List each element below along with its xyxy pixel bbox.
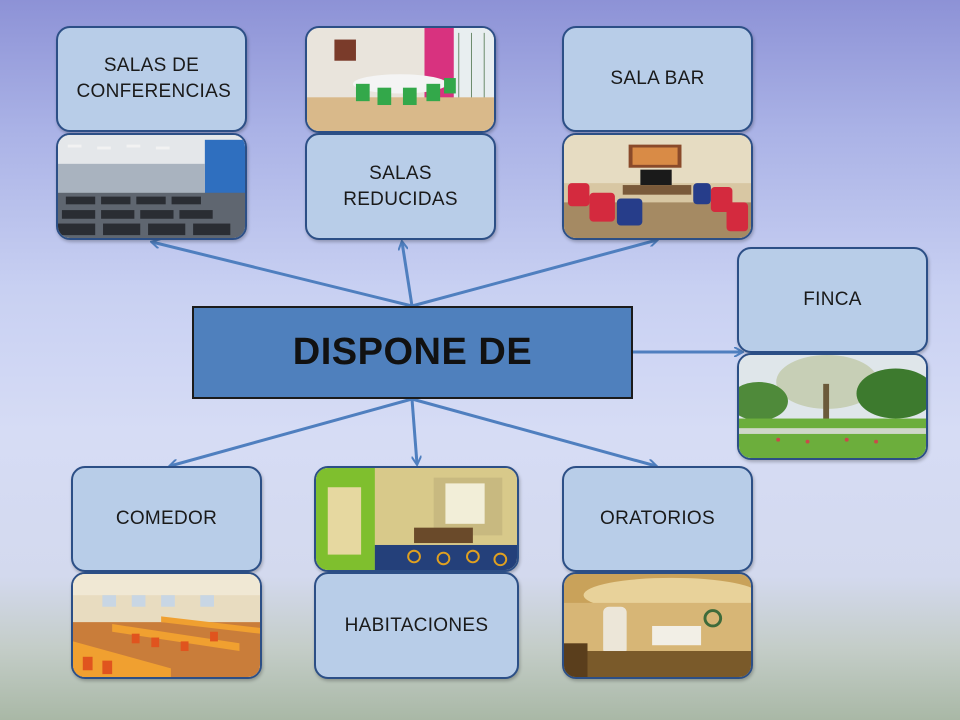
photo-comedor (71, 572, 262, 679)
node-label: FINCA (803, 289, 862, 311)
photo-reducidas (305, 26, 496, 133)
node-label: COMEDOR (115, 508, 218, 530)
node-salas-conferencias: SALAS DE CONFERENCIAS (56, 26, 247, 132)
node-label: SALAS DE CONFERENCIAS (76, 55, 232, 102)
node-label: SALA BAR (610, 68, 705, 90)
arrow-to-comedor (170, 397, 413, 466)
node-habitaciones: HABITACIONES (314, 572, 519, 679)
arrow-to-oratorios (411, 397, 656, 466)
arrow-to-bar (411, 240, 657, 308)
node-label: ORATORIOS (600, 508, 715, 530)
node-label: SALAS REDUCIDAS (343, 162, 458, 210)
node-finca: FINCA (737, 247, 928, 353)
node-salas-reducidas: SALAS REDUCIDAS (305, 133, 496, 240)
node-comedor: COMEDOR (71, 466, 262, 572)
arrow-to-conferencias (152, 242, 413, 308)
arrow-to-reducidas (402, 242, 414, 307)
photo-finca (737, 353, 928, 460)
photo-sala-bar (562, 133, 753, 240)
node-label: HABITACIONES (344, 614, 489, 636)
photo-oratorios (562, 572, 753, 679)
arrow-to-habitaciones (410, 398, 417, 464)
node-sala-bar: SALA BAR (562, 26, 753, 132)
center-label: DISPONE DE (292, 331, 533, 373)
node-oratorios: ORATORIOS (562, 466, 753, 572)
center-node: DISPONE DE (192, 306, 633, 399)
photo-habitaciones (314, 466, 519, 572)
photo-conferencias (56, 133, 247, 240)
